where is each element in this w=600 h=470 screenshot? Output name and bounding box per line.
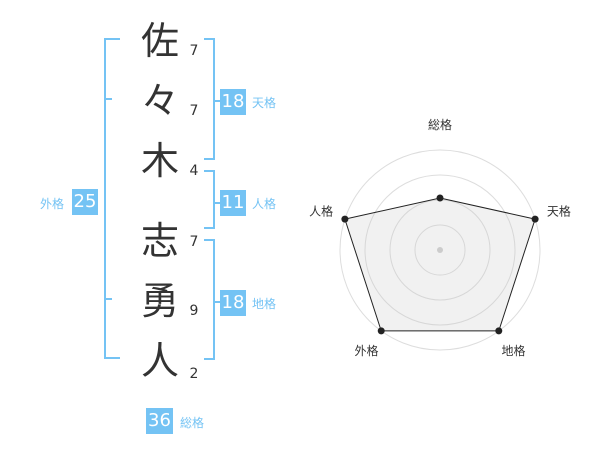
stroke-count-1: 7: [189, 43, 199, 59]
radar-point-4: [377, 327, 385, 335]
name-char-6: 人: [140, 339, 179, 383]
radar-axis-label-5: 人格: [309, 203, 333, 218]
jinkaku-label: 人格: [252, 197, 277, 211]
gaikaku-value: 25: [72, 189, 98, 215]
stroke-count-4: 7: [189, 234, 199, 250]
radar-axis-label-3: 地格: [501, 343, 525, 358]
radar-point-1: [436, 194, 444, 202]
jinkaku-value: 11: [220, 190, 246, 216]
radar-point-5: [341, 215, 349, 223]
chikaku-value: 18: [220, 290, 246, 316]
radar-point-2: [531, 215, 539, 223]
radar-point-3: [495, 327, 503, 335]
name-char-4: 志: [140, 219, 179, 263]
radar-ring-1: [414, 224, 466, 276]
name-char-5: 勇: [140, 279, 179, 323]
tenkaku-label: 天格: [252, 96, 277, 110]
tenkaku-value: 18: [220, 89, 246, 115]
radar-polygon: [344, 197, 536, 332]
soukaku-value: 36: [146, 408, 173, 434]
radar-axis-label-2: 天格: [547, 203, 571, 218]
radar-axis-label-4: 外格: [355, 343, 379, 358]
stroke-count-3: 4: [189, 163, 199, 179]
stroke-count-6: 2: [189, 366, 199, 382]
name-char-1: 佐: [140, 19, 179, 63]
name-char-3: 木: [140, 139, 179, 183]
stroke-count-2: 7: [189, 103, 199, 119]
gaikaku-label: 外格: [40, 197, 65, 211]
soukaku-label: 総格: [180, 416, 205, 430]
name-char-2: 々: [140, 79, 179, 123]
radar-ring-3: [364, 174, 516, 326]
chikaku-label: 地格: [252, 297, 277, 311]
radar-center-dot: [437, 247, 443, 253]
stroke-count-5: 9: [189, 303, 199, 319]
radar-ring-4: [339, 149, 541, 351]
radar-axis-label-1: 総格: [428, 117, 452, 132]
